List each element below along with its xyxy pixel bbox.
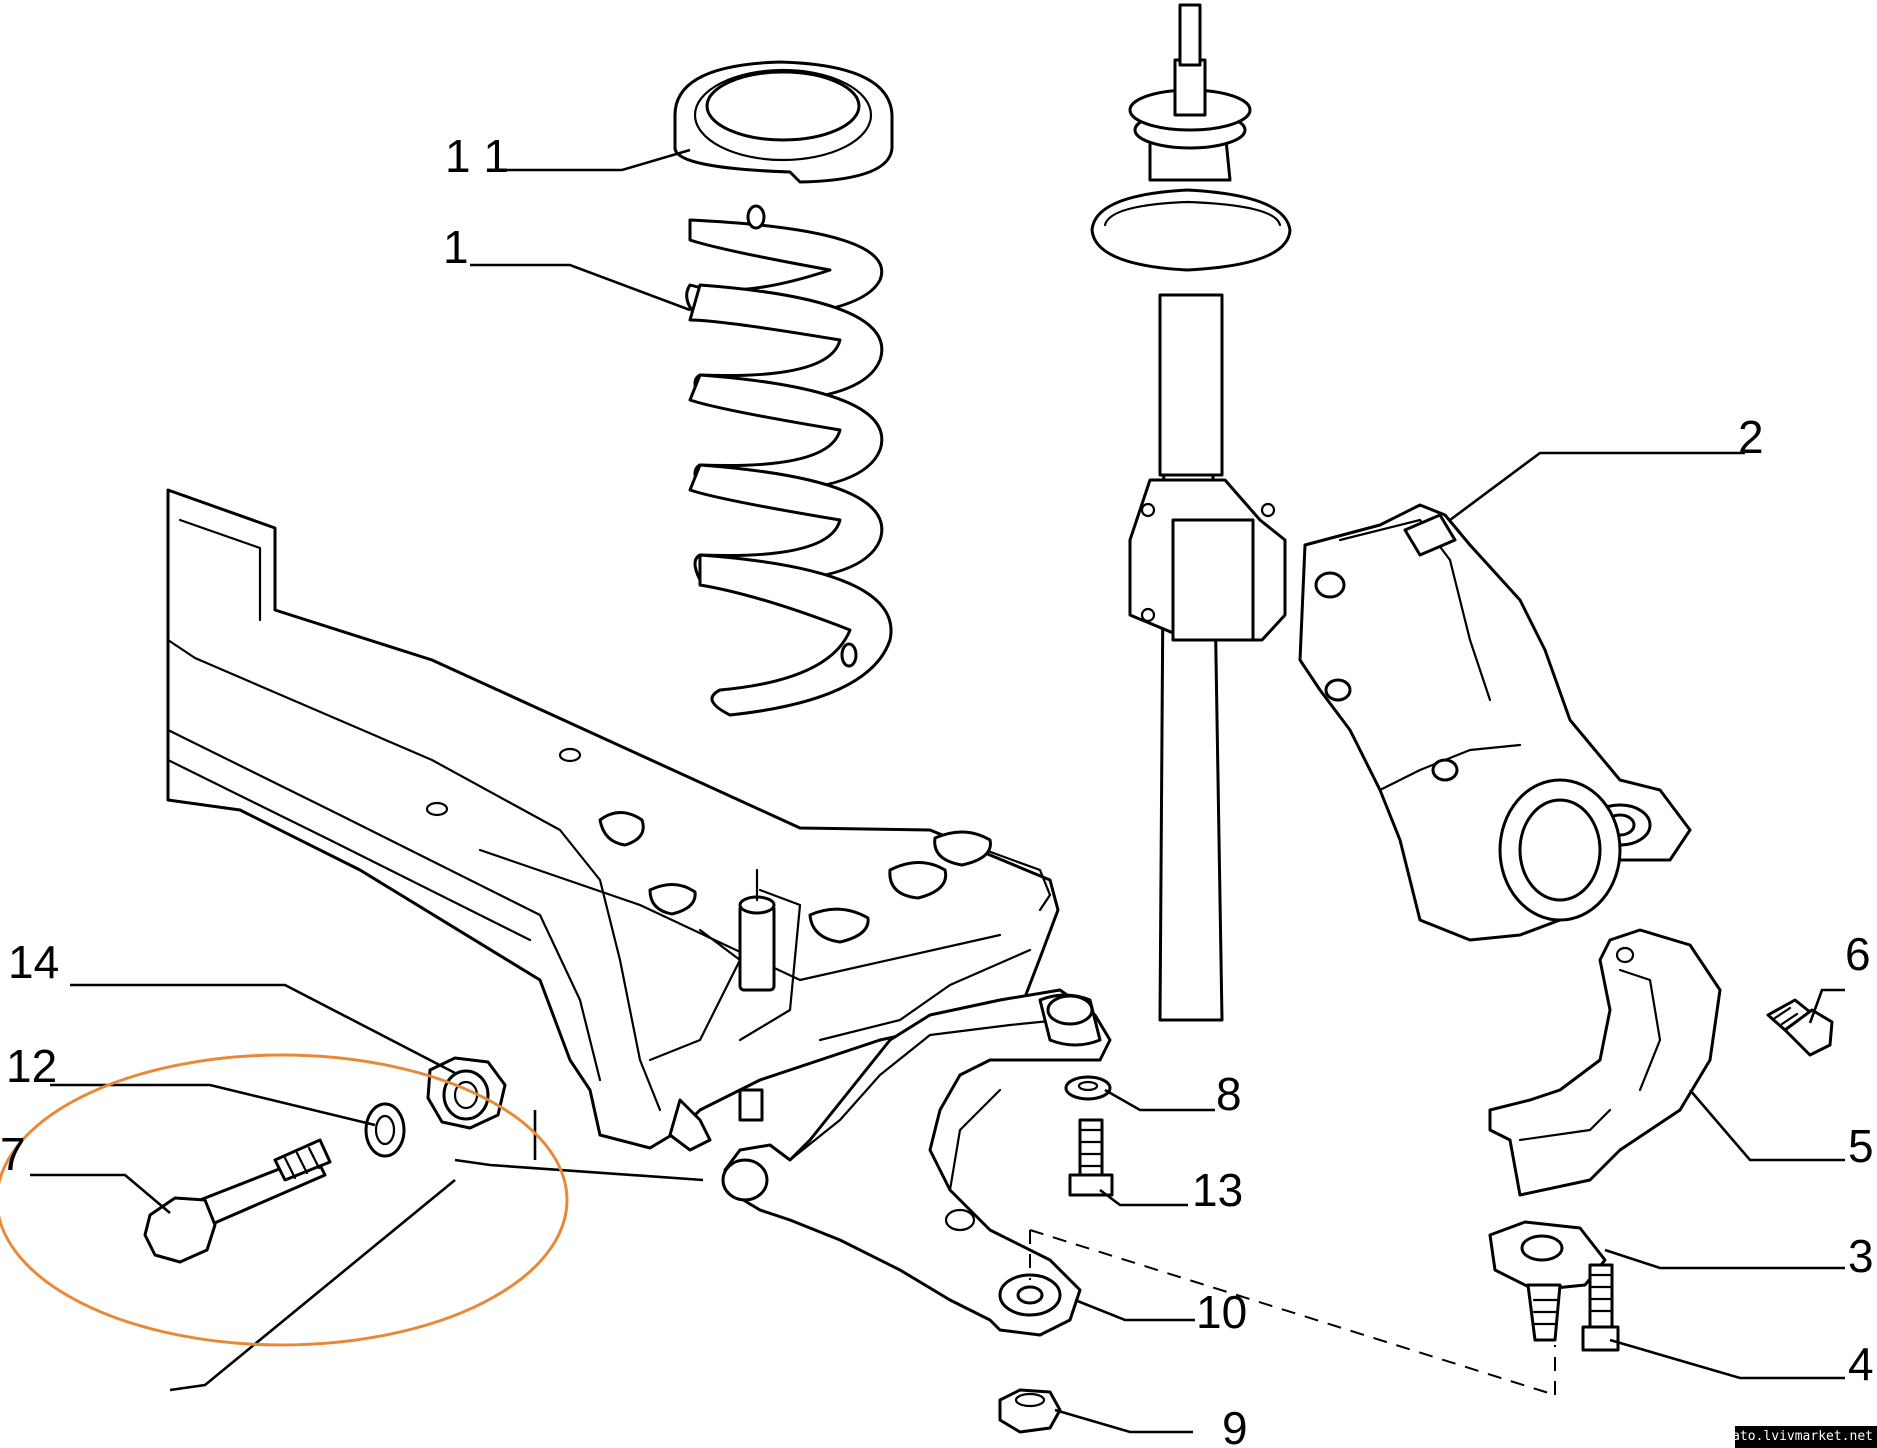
dust-shield (1488, 928, 1722, 1197)
callout-1: 1 (443, 221, 469, 273)
callout-12: 12 (6, 1040, 57, 1092)
steering-knuckle (1298, 503, 1692, 942)
callout-8: 8 (1216, 1068, 1242, 1120)
leader-lines (30, 148, 1845, 1434)
callout-2: 2 (1738, 411, 1764, 463)
watermark-text: ducato.lvivmarket.net (1708, 1429, 1873, 1444)
spring-seat (673, 60, 894, 184)
callout-6: 6 (1845, 928, 1871, 980)
callout-11: 1 1 (445, 130, 509, 182)
callout-13: 13 (1192, 1164, 1243, 1216)
callout-9: 9 (1222, 1402, 1248, 1448)
washer-12 (364, 1102, 406, 1158)
callout-10: 10 (1196, 1286, 1247, 1338)
callout-labels: 1 1 1 2 14 12 7 6 8 13 5 3 10 4 9 (0, 130, 1874, 1448)
callout-3: 3 (1848, 1230, 1874, 1282)
bolt-4 (1581, 1263, 1620, 1352)
callout-5: 5 (1848, 1120, 1874, 1172)
bolt-13 (1068, 1118, 1114, 1197)
shock-absorber (1090, 3, 1292, 1022)
highlight-ellipse (0, 1053, 569, 1347)
ball-joint (1488, 1220, 1607, 1342)
lower-control-arm (721, 988, 1112, 1337)
watermark-box: ducato.lvivmarket.net (1709, 1426, 1877, 1448)
bolt-7 (143, 1138, 332, 1264)
callout-14: 14 (8, 936, 59, 988)
nut-9 (998, 1388, 1062, 1434)
callout-7: 7 (0, 1128, 26, 1180)
callout-4: 4 (1848, 1338, 1874, 1390)
washer-8 (1064, 1075, 1112, 1101)
subframe-crossmember (166, 488, 1060, 1152)
nut-14 (426, 1056, 507, 1130)
bolt-6 (1766, 998, 1834, 1057)
coil-spring (685, 204, 893, 717)
